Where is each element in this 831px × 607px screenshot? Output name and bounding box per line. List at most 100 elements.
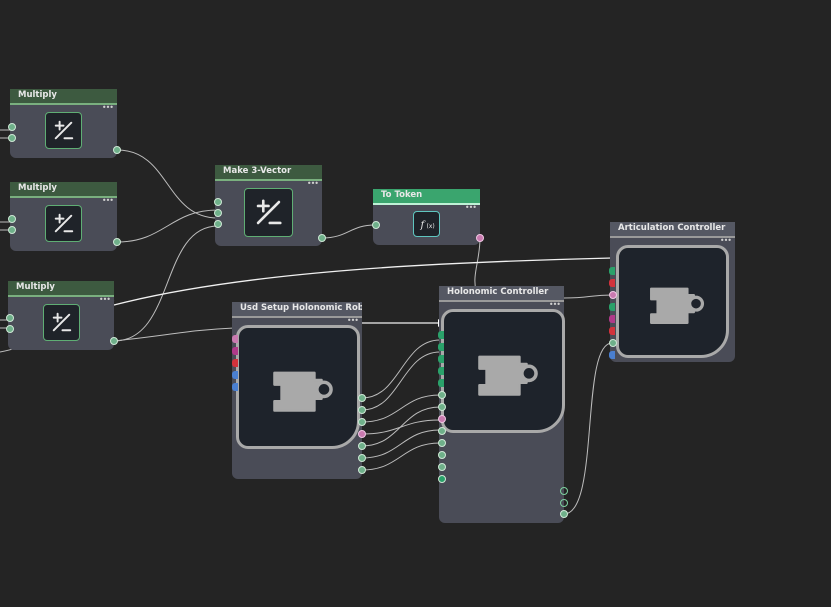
more-options-icon[interactable]: •••: [98, 295, 111, 304]
make-3-vector-node[interactable]: Make 3-Vector •••: [215, 165, 322, 246]
omnigraph-node-icon: [616, 245, 729, 358]
input-port[interactable]: [232, 335, 238, 343]
plus-minus-icon: [45, 112, 82, 149]
input-port[interactable]: [214, 198, 222, 206]
more-options-icon[interactable]: •••: [101, 103, 114, 112]
output-port[interactable]: [560, 487, 568, 495]
output-port[interactable]: [358, 454, 366, 462]
output-port[interactable]: [113, 238, 121, 246]
omnigraph-node-icon: [236, 325, 360, 449]
input-port[interactable]: [609, 339, 617, 347]
node-title: Make 3-Vector: [215, 165, 322, 181]
node-title: To Token: [373, 189, 480, 205]
input-port[interactable]: [438, 415, 446, 423]
wire: [116, 209, 219, 243]
output-port[interactable]: [358, 418, 366, 426]
input-port[interactable]: [8, 134, 16, 142]
input-port[interactable]: [8, 215, 16, 223]
svg-text:(x): (x): [427, 223, 435, 230]
output-port[interactable]: [358, 430, 366, 438]
wire: [113, 225, 219, 342]
node-title: Holonomic Controller: [439, 286, 564, 302]
output-port[interactable]: [358, 466, 366, 474]
plus-minus-icon: [244, 188, 293, 237]
wire: [563, 342, 613, 515]
input-port[interactable]: [609, 291, 617, 299]
input-port[interactable]: [609, 279, 615, 287]
more-options-icon[interactable]: •••: [719, 236, 732, 245]
input-port[interactable]: [232, 359, 238, 367]
multiply-node-1[interactable]: Multiply •••: [10, 89, 117, 158]
input-port[interactable]: [232, 371, 238, 379]
input-port[interactable]: [6, 325, 14, 333]
multiply-node-2[interactable]: Multiply •••: [10, 182, 117, 251]
function-icon: f(x): [413, 211, 440, 237]
more-options-icon[interactable]: •••: [464, 203, 477, 212]
input-port[interactable]: [438, 379, 444, 387]
wire: [361, 429, 441, 459]
node-title: Multiply: [10, 182, 117, 198]
output-port[interactable]: [560, 510, 568, 518]
wire: [113, 327, 235, 342]
wire: [563, 294, 613, 299]
input-port[interactable]: [438, 391, 446, 399]
output-port[interactable]: [113, 146, 121, 154]
more-options-icon[interactable]: •••: [346, 316, 359, 325]
input-port[interactable]: [438, 367, 444, 375]
node-title: Usd Setup Holonomic Robot: [232, 302, 362, 318]
input-port[interactable]: [609, 351, 615, 359]
wire: [361, 351, 441, 411]
input-port[interactable]: [438, 463, 446, 471]
output-port[interactable]: [560, 499, 568, 507]
plus-minus-icon: [43, 304, 80, 341]
exec-wire: [113, 257, 613, 306]
input-port[interactable]: [6, 314, 14, 322]
wire: [361, 442, 441, 471]
input-port[interactable]: [438, 427, 446, 435]
wire: [361, 406, 441, 447]
more-options-icon[interactable]: •••: [101, 196, 114, 205]
input-port[interactable]: [609, 267, 615, 275]
svg-text:f: f: [420, 220, 427, 231]
input-port[interactable]: [438, 403, 446, 411]
articulation-controller-node[interactable]: Articulation Controller •••: [610, 222, 735, 362]
input-port[interactable]: [438, 343, 444, 351]
input-port[interactable]: [214, 209, 222, 217]
input-port[interactable]: [438, 475, 446, 483]
wire: [361, 394, 441, 423]
wire: [361, 339, 441, 399]
output-port[interactable]: [318, 234, 326, 242]
input-port[interactable]: [8, 123, 16, 131]
wire: [321, 224, 376, 239]
output-port[interactable]: [110, 337, 118, 345]
output-port[interactable]: [358, 442, 366, 450]
input-port[interactable]: [372, 221, 380, 229]
multiply-node-3[interactable]: Multiply •••: [8, 281, 114, 350]
input-port[interactable]: [232, 347, 238, 355]
input-port[interactable]: [232, 383, 238, 391]
input-port[interactable]: [438, 355, 444, 363]
usd-setup-holonomic-robot-node[interactable]: Usd Setup Holonomic Robot •••: [232, 302, 362, 479]
output-port[interactable]: [476, 234, 484, 242]
input-port[interactable]: [438, 331, 444, 339]
input-port[interactable]: [609, 327, 615, 335]
holonomic-controller-node[interactable]: Holonomic Controller •••: [439, 286, 565, 523]
input-port[interactable]: [609, 315, 615, 323]
wire: [116, 149, 219, 219]
input-port[interactable]: [8, 226, 16, 234]
wire: [474, 237, 481, 291]
output-port[interactable]: [358, 394, 366, 402]
output-port[interactable]: [358, 406, 366, 414]
input-port[interactable]: [609, 303, 615, 311]
omnigraph-node-icon: [441, 309, 565, 433]
input-port[interactable]: [438, 439, 446, 447]
more-options-icon[interactable]: •••: [306, 179, 319, 188]
to-token-node[interactable]: To Token ••• f(x): [373, 189, 480, 245]
plus-minus-icon: [45, 205, 82, 242]
more-options-icon[interactable]: •••: [548, 300, 561, 309]
input-port[interactable]: [214, 220, 222, 228]
node-title: Articulation Controller: [610, 222, 735, 238]
input-port[interactable]: [438, 451, 446, 459]
